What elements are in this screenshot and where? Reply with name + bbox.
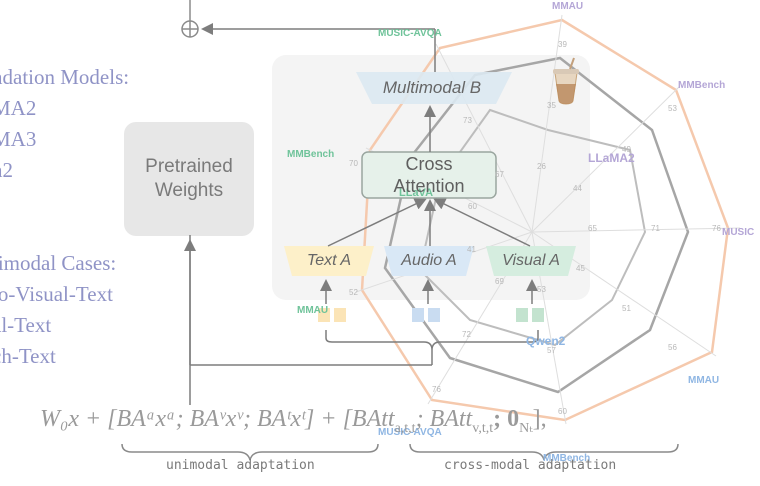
tick: 52 [349, 288, 358, 297]
formula: W₀x + [BAᵃxᵃ; BAᵛxᵛ; BAᵗxᵗ] + [BAtta,t,t… [40, 406, 547, 437]
tick: 73 [463, 116, 472, 125]
radar-ticks: 39 35 53 49 26 44 73 67 71 76 65 60 70 4… [349, 40, 721, 416]
tick: 72 [462, 330, 471, 339]
multimodal-b-label: Multimodal B [382, 78, 482, 97]
tick: 44 [573, 184, 582, 193]
cases-item-3: ch-Text [0, 344, 56, 368]
radar-label-mmbench-left: MMBench [287, 149, 334, 160]
tick: 76 [432, 385, 441, 394]
radar-label-mmau-bottom: MMAU [688, 375, 719, 386]
radar-gray-polygon-inner [418, 108, 647, 347]
text-token-2 [334, 308, 346, 322]
tick: 76 [712, 224, 721, 233]
radar-label-llava: LLaVA [399, 187, 433, 199]
tick: 71 [651, 224, 660, 233]
tick: 26 [537, 162, 546, 171]
formula-part-2: ; BAtt [415, 406, 473, 432]
cross-attention-label: Cross Attention [393, 154, 465, 196]
formula-sub-3: Nₜ [519, 420, 533, 436]
tick: 70 [349, 159, 358, 168]
audio-a-block [384, 246, 474, 276]
formula-sub-2: v,t,t [472, 420, 494, 436]
audio-token-1 [412, 308, 424, 322]
radar-label-mmbench-bottom: MMBench [543, 453, 590, 464]
cases-header: timodal Cases: [0, 251, 117, 275]
tick: 45 [576, 264, 585, 273]
formula-part-3: ; 0 [493, 406, 520, 432]
text-a-label: Text A [306, 252, 352, 269]
cross-attention-block [361, 151, 497, 199]
audio-a-label: Audio A [401, 252, 457, 269]
tick: 53 [668, 104, 677, 113]
tick: 69 [495, 277, 504, 286]
radar-label-mmau-top: MMAU [552, 1, 583, 12]
tick: 56 [668, 343, 677, 352]
radar-label-llama2: LLaMA2 [588, 151, 635, 165]
multimodal-b-block [356, 72, 512, 104]
visual-a-block [486, 246, 576, 276]
tick: 35 [547, 101, 556, 110]
radar-label-music-right: MUSIC [722, 227, 754, 238]
iced-coffee-icon [553, 57, 579, 105]
left-list: ndation Models: MA2 MA3 n2 timodal Cases… [0, 62, 129, 372]
radar-gray-polygon-outer [383, 56, 690, 394]
tick: 51 [622, 304, 631, 313]
cases-item-2: al-Text [0, 313, 52, 337]
radar-label-qwen2: Qwen2 [526, 334, 566, 348]
unimodal-brace [121, 443, 379, 461]
formula-part-4: ], [532, 406, 547, 432]
visual-token-1 [516, 308, 528, 322]
foundation-item-1: MA2 [0, 96, 37, 120]
tick: 57 [547, 346, 556, 355]
unimodal-adaptation-label: unimodal adaptation [166, 458, 315, 473]
formula-sub-1: a,t,t [394, 420, 416, 436]
pretrained-weights-label: Pretrained Weights [145, 156, 233, 201]
visual-a-label: Visual A [502, 252, 560, 269]
tick: 60 [558, 407, 567, 416]
audio-token-2 [428, 308, 440, 322]
radar-label-mmbench-right: MMBench [678, 80, 725, 91]
tick: 67 [495, 170, 504, 179]
tick: 49 [622, 145, 631, 154]
foundation-item-3: n2 [0, 158, 13, 182]
radar-label-mmau-left: MMAU [297, 305, 328, 316]
radar-label-music-avqa-top: MUSIC-AVQA [378, 28, 442, 39]
formula-part-1: W₀x + [BAᵃxᵃ; BAᵛxᵛ; BAᵗxᵗ] + [BAtt [40, 406, 395, 432]
foundation-item-2: MA3 [0, 127, 37, 151]
tick: 53 [537, 285, 546, 294]
text-a-block [284, 246, 374, 276]
tick: 60 [468, 202, 477, 211]
crossmodal-adaptation-label: cross-modal adaptation [444, 458, 617, 473]
tick: 65 [588, 224, 597, 233]
crossmodal-brace [409, 443, 679, 461]
tick: 39 [558, 40, 567, 49]
radar-label-music-avqa-bottom: MUSIC-AVQA [378, 427, 442, 438]
text-token-1 [318, 308, 330, 322]
pretrained-weights-box: Pretrained Weights [124, 122, 254, 236]
visual-token-2 [532, 308, 544, 322]
cases-item-1: io-Visual-Text [0, 282, 113, 306]
foundation-header: ndation Models: [0, 65, 130, 89]
tick: 41 [467, 245, 476, 254]
